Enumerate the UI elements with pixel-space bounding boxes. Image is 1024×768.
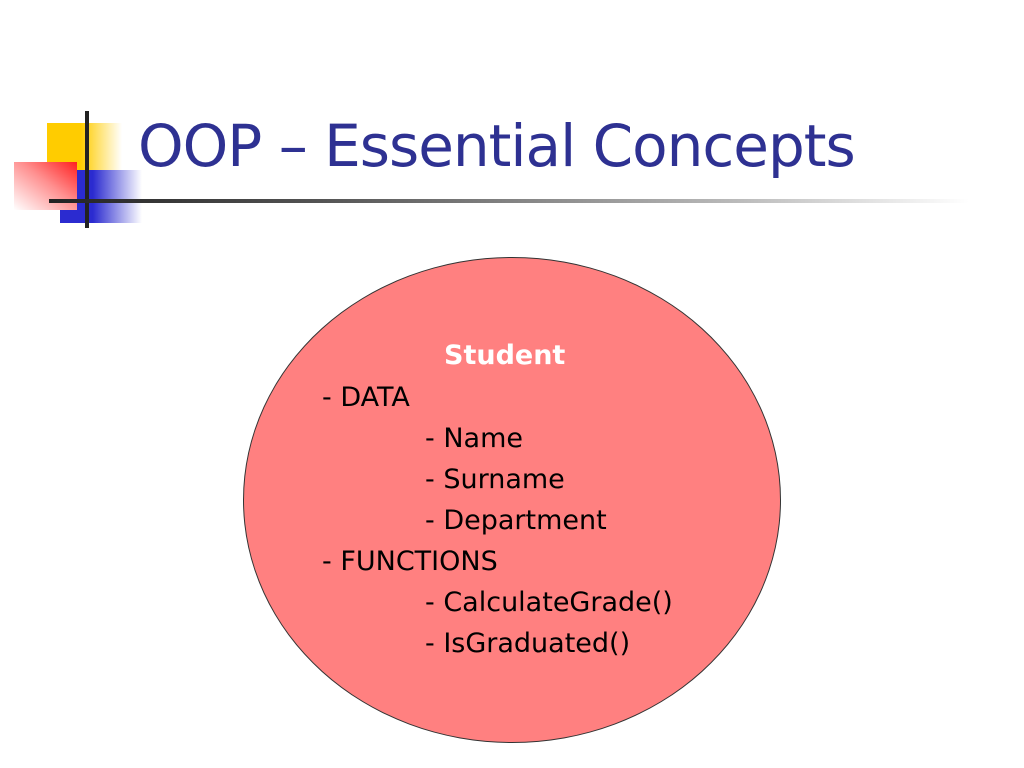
data-item: - Surname bbox=[425, 464, 565, 495]
decor-vertical-line bbox=[85, 111, 89, 228]
data-section-label: - DATA bbox=[322, 382, 410, 413]
student-class-ellipse bbox=[243, 257, 781, 743]
title-underline bbox=[49, 199, 969, 203]
slide-title: OOP – Essential Concepts bbox=[138, 112, 856, 180]
data-item: - Department bbox=[425, 505, 607, 536]
data-item: - Name bbox=[425, 423, 523, 454]
function-item: - CalculateGrade() bbox=[425, 587, 673, 618]
function-item: - IsGraduated() bbox=[425, 628, 631, 659]
functions-section-label: - FUNCTIONS bbox=[322, 546, 498, 577]
class-name: Student bbox=[444, 340, 566, 371]
